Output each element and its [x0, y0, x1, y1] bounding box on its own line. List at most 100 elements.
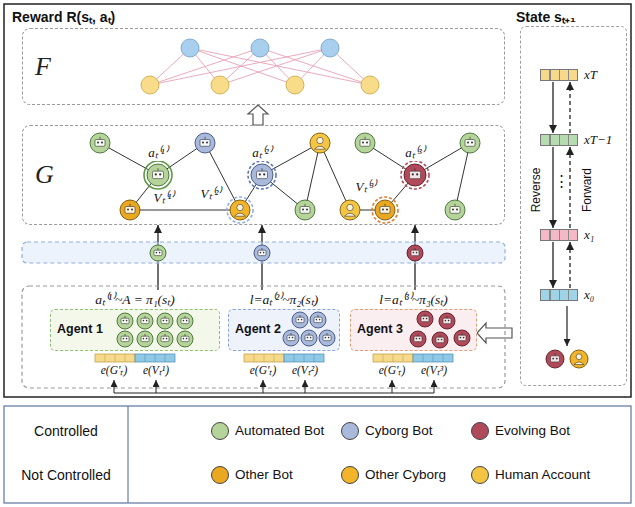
account-icon	[432, 332, 448, 348]
embedding-label: e(G′ₜ)	[250, 364, 277, 377]
legend-row-heading: Not Controlled	[21, 467, 111, 483]
agent-name: Agent 3	[357, 322, 403, 336]
account-icon	[230, 200, 250, 220]
cell-line	[383, 354, 384, 362]
account-icon	[295, 200, 315, 220]
account-icon	[319, 330, 335, 346]
outer-frame	[4, 4, 631, 397]
sample-arrow	[566, 306, 567, 346]
cell-line	[125, 354, 126, 362]
account-icon	[150, 245, 166, 261]
flow-arrow	[552, 82, 553, 133]
agent-box: l=aₜ⁽³⁾~π₃(sₜ) Agent 3	[350, 290, 477, 352]
account-icon	[283, 330, 299, 346]
formula-heading: aₜ⁽¹⁾~A = π₁(sₜ)	[50, 290, 220, 308]
generated-figures	[90, 39, 588, 393]
cell-line	[403, 354, 404, 362]
legend-swatch	[211, 466, 229, 484]
formula-heading: l=aₜ⁽³⁾~π₃(sₜ)	[350, 290, 477, 308]
subgraph-label: Vₜ⁽²⁾	[200, 187, 223, 202]
forward-arrow	[569, 147, 570, 228]
cell-line	[423, 354, 424, 362]
account-icon	[310, 312, 326, 328]
panel-symbol: G	[35, 160, 54, 190]
cell-line	[433, 354, 434, 362]
cell-line	[274, 354, 275, 362]
account-icon	[340, 200, 360, 220]
action-label: aₜ⁽²⁾	[251, 146, 272, 161]
input-arrow	[434, 380, 435, 393]
flow-arrow	[552, 147, 553, 228]
cell-line	[105, 354, 106, 362]
account-icon	[90, 133, 110, 153]
legend-text: Human Account	[495, 466, 590, 484]
subgraph-label: Vₜ⁽³⁾	[355, 180, 378, 195]
graph-embedding	[373, 354, 413, 362]
account-icon	[177, 313, 193, 329]
network-link	[220, 48, 330, 85]
network-link	[150, 48, 260, 85]
reward-panel: F	[22, 28, 505, 105]
cell-line	[264, 354, 265, 362]
node-embedding	[284, 354, 324, 362]
agent-region	[22, 286, 505, 388]
legend-row-heading: Controlled	[34, 423, 98, 439]
account-icon	[195, 133, 215, 153]
graph-embedding	[95, 354, 135, 362]
agent-box: aₜ⁽¹⁾~A = π₁(sₜ)Agent 1	[50, 290, 220, 352]
cell-line	[304, 354, 305, 362]
direction-label: Reverse	[530, 168, 544, 213]
network-unit	[141, 76, 159, 94]
network-unit	[286, 76, 304, 94]
latent-vector	[540, 229, 578, 241]
cell-line	[165, 354, 166, 362]
cell-line	[115, 354, 116, 362]
flow-arrow	[552, 242, 553, 288]
embedding-label: e(G′ₜ)	[379, 364, 406, 377]
embedding-label: e(G′ₜ)	[101, 364, 128, 377]
account-icon	[254, 245, 270, 261]
network-link	[150, 48, 330, 85]
formula-heading: l=aₜ⁽²⁾~π₂(sₜ)	[228, 290, 340, 308]
node-embedding	[413, 354, 453, 362]
legend-divider	[127, 406, 128, 503]
latent-name: xT	[584, 68, 597, 82]
policy-formula: l=aₜ⁽²⁾~π₂(sₜ)	[250, 292, 319, 307]
account-icon	[407, 245, 423, 261]
account-icon	[177, 331, 193, 347]
legend-text: Other Cyborg	[365, 466, 446, 484]
legend-text: Evolving Bot	[495, 422, 570, 440]
forward-arrow	[569, 242, 570, 288]
account-icon	[117, 313, 133, 329]
network-unit	[181, 39, 199, 57]
latent-vector	[540, 289, 578, 301]
network-link	[260, 48, 370, 85]
legend-text: Other Bot	[235, 466, 293, 484]
diffusion-step: xT	[540, 68, 597, 82]
highlight-ring	[401, 161, 429, 189]
forward-arrow	[569, 82, 570, 133]
legend-swatch	[341, 466, 359, 484]
diffusion-step: x₀	[540, 288, 594, 302]
input-arrow	[305, 380, 306, 393]
account-icon	[460, 133, 480, 153]
state-heading: State sₜ₊₁	[516, 7, 576, 26]
account-icon	[404, 164, 426, 186]
policy-formula: l=aₜ⁽³⁾~π₃(sₜ)	[379, 292, 448, 307]
graph-edge	[130, 210, 240, 211]
action-band	[22, 242, 505, 263]
cell-line	[145, 354, 146, 362]
account-icon	[375, 200, 395, 220]
account-icon	[445, 200, 465, 220]
account-icon	[157, 313, 173, 329]
highlight-ring	[227, 197, 253, 223]
agent-box-outline: Agent 2	[228, 309, 340, 351]
agent-box-outline: Agent 1	[50, 309, 220, 351]
cell-line	[393, 354, 394, 362]
cell-line	[443, 354, 444, 362]
legend-swatch	[471, 422, 489, 440]
hollow-arrow	[477, 323, 512, 343]
latent-vector	[540, 134, 578, 146]
account-icon	[310, 133, 330, 153]
diffusion-step: xT−1	[540, 133, 612, 147]
